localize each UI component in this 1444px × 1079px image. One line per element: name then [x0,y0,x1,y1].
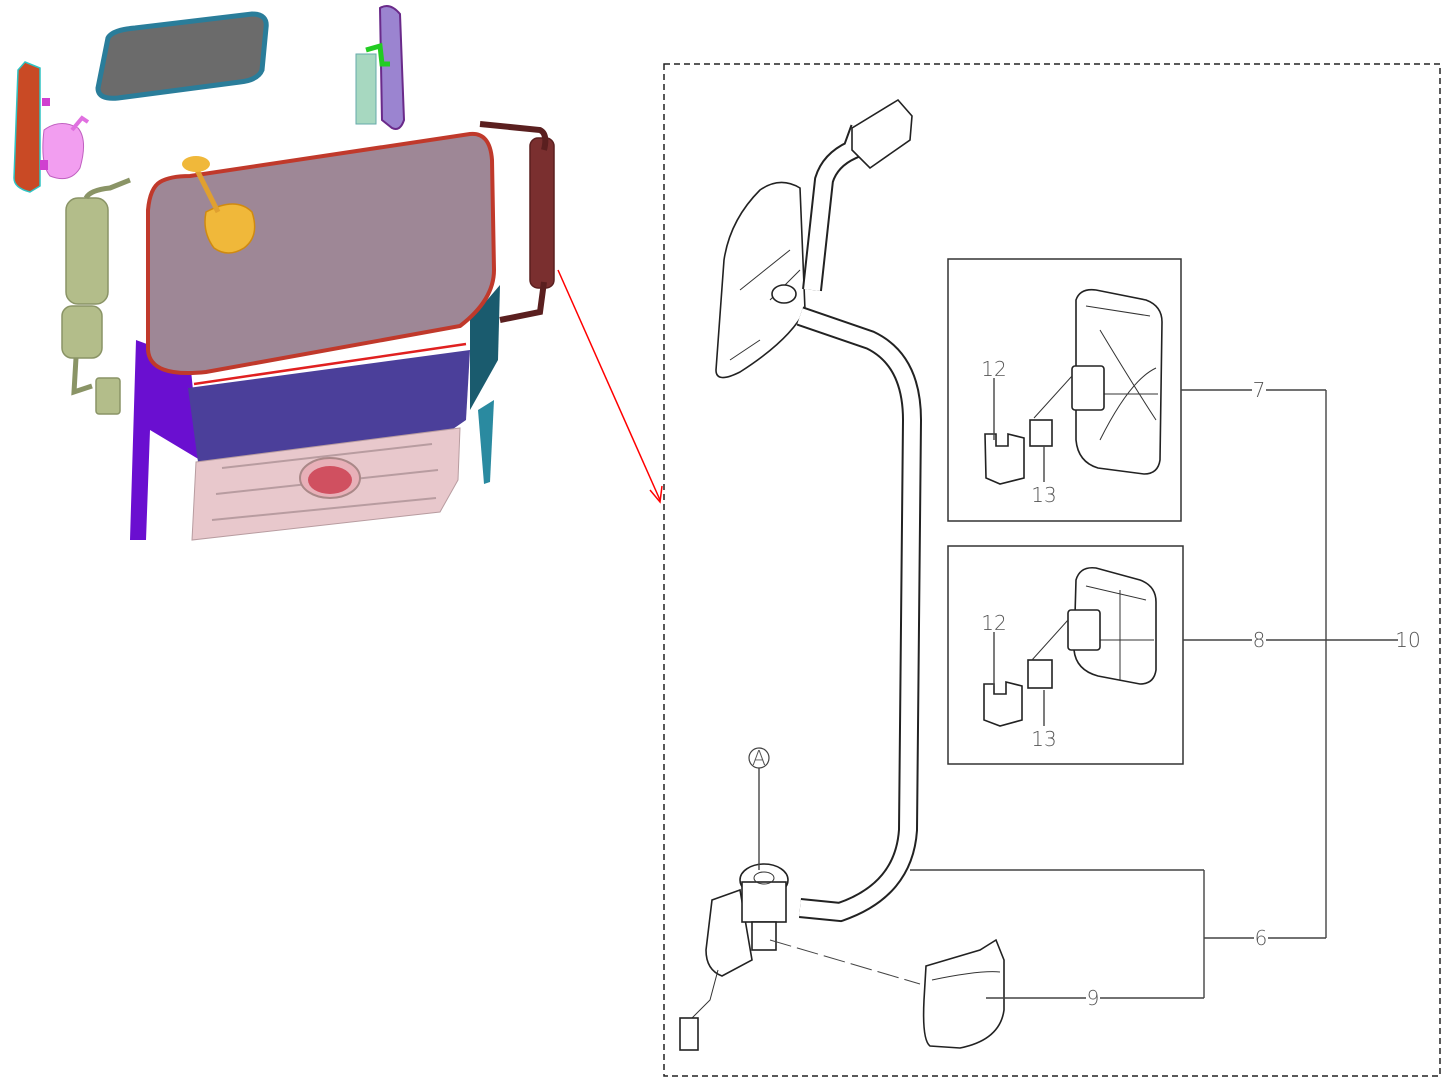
callout-12-box1: 12 [981,357,1006,381]
callout-13-box2: 13 [1031,727,1056,751]
mirror-8 [983,566,1157,727]
detail-box-mirror-8 [947,545,1184,765]
front-panel [188,350,470,462]
left-mirror-small [42,123,84,180]
upper-right-mirror [378,5,406,130]
callout-9: 9 [1087,986,1100,1010]
rear-window [95,11,269,101]
callout-13-box1: 13 [1031,483,1056,507]
detail-frame [663,63,1441,1077]
callout-7: 7 [1253,378,1266,402]
center-mirror [204,203,256,254]
right-side-panel [470,285,500,410]
callout-12-box2: 12 [981,611,1006,635]
mirror-arm-assembly [679,98,1005,1051]
callout-10: 10 [1395,628,1420,652]
left-mirror-glass [13,61,41,193]
leader-lines [910,389,1398,999]
left-rearview-mirror [61,177,131,415]
callout-8: 8 [1253,628,1266,652]
mirror-bracket [355,53,377,125]
left-side-panel [130,340,200,540]
pointer-arrow [557,269,661,501]
mirror-7 [984,288,1163,485]
windshield [146,131,497,375]
cab-3d-model [13,5,663,541]
callout-6: 6 [1255,926,1268,950]
callout-a: A [752,746,766,770]
right-rearview-mirror [479,121,555,323]
